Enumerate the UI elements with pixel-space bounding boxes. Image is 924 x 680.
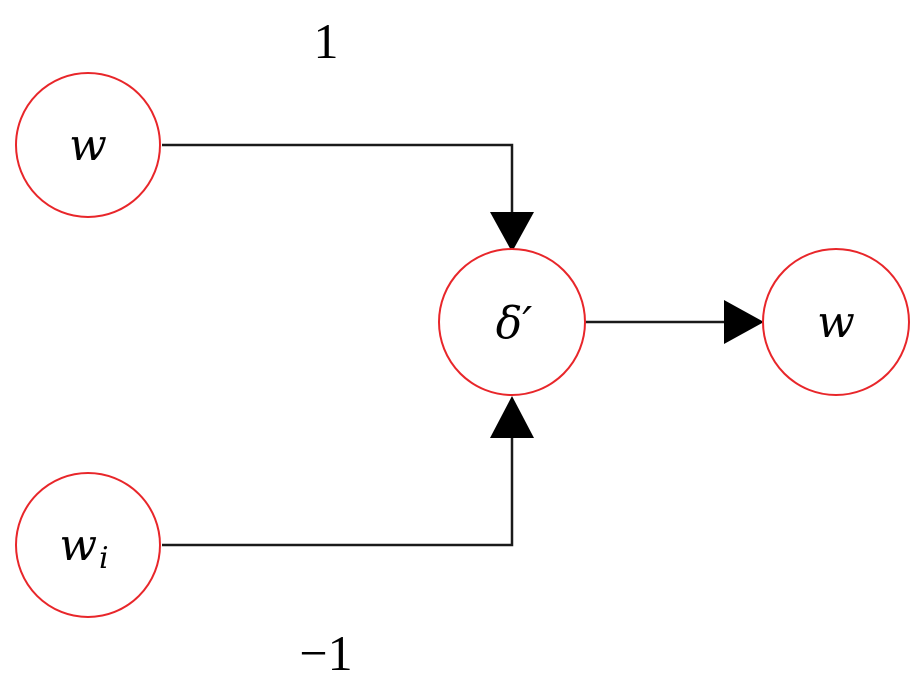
node-input-wi-label: w [59,520,97,571]
node-input-wi-subscript: i [99,541,109,576]
edge-delta-to-w [585,300,764,344]
arrowhead-down [490,212,534,252]
edge-wi-to-delta [162,396,534,547]
svg-text:wi: wi [59,520,108,576]
node-delta-label: δ′ [496,298,532,349]
edge-w-to-delta [162,143,534,252]
arrowhead-up [490,396,534,438]
weight-label-top: 1 [314,13,339,69]
node-input-wi: wi [15,472,161,618]
node-input-w: w [15,72,161,218]
node-output-w-label: w [817,297,855,348]
arrowhead-right [724,300,764,344]
weight-label-bottom: −1 [299,625,352,680]
node-output-w: w [762,248,910,396]
node-input-w-label: w [69,120,107,171]
node-delta: δ′ [438,248,586,396]
